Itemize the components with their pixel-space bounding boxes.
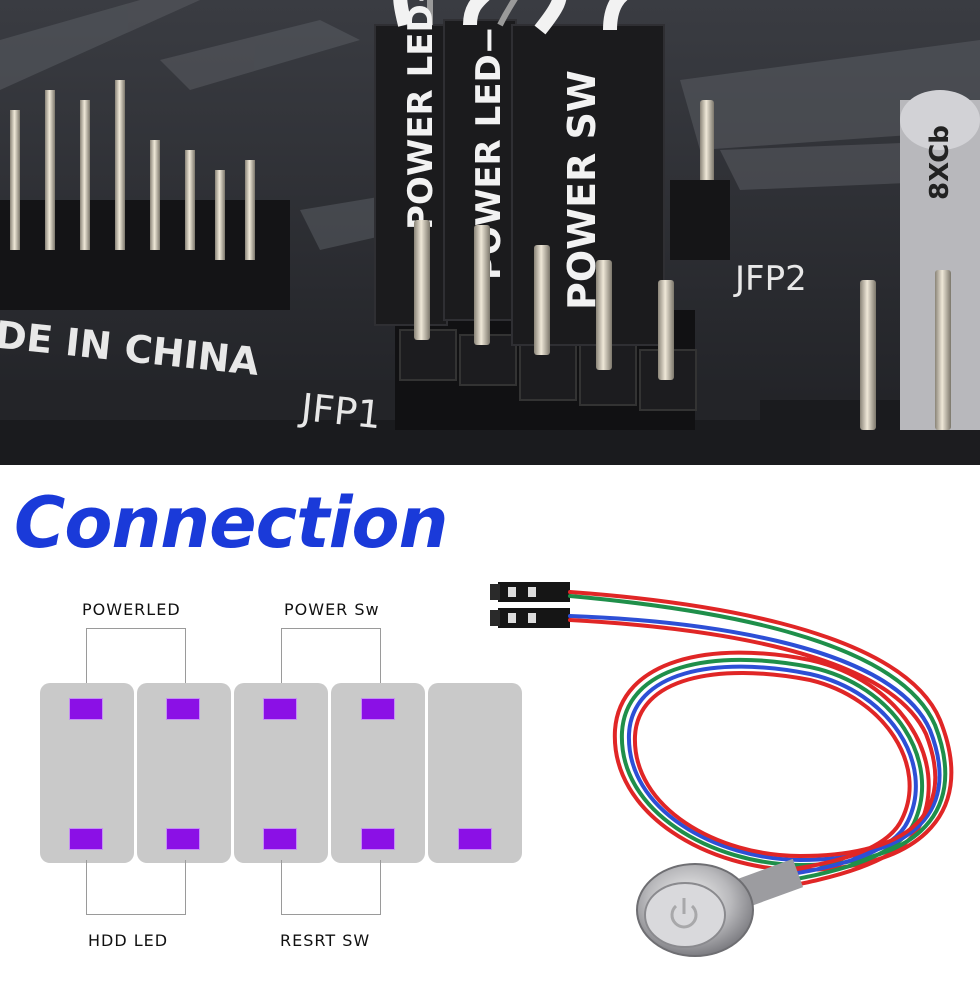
left-pin-header xyxy=(0,80,290,310)
wire-bundle xyxy=(568,590,954,890)
motherboard-photo: DE IN CHINA JFP1 JFP2 xyxy=(0,0,980,465)
connection-heading: Connection xyxy=(14,482,448,564)
board-jfp2: JFP2 xyxy=(733,259,807,299)
pin-pad xyxy=(166,698,200,720)
pin-pad xyxy=(69,698,103,720)
label-reset-sw: RESRT SW xyxy=(280,931,371,950)
board-jfp1: JFP1 xyxy=(297,385,383,437)
pin-pad xyxy=(166,828,200,850)
label-powerled: POWERLED xyxy=(82,600,181,619)
power-symbol-icon xyxy=(670,898,698,929)
pin-pad xyxy=(263,828,297,850)
pin-pad xyxy=(361,828,395,850)
bracket-powerled xyxy=(86,628,186,686)
bracket-reset-sw xyxy=(281,860,381,915)
pin-pad xyxy=(263,698,297,720)
bracket-hdd-led xyxy=(86,860,186,915)
label-hdd-led: HDD LED xyxy=(88,931,169,950)
pin-pad xyxy=(69,828,103,850)
connector-label-power-led-plus: POWER LED+ xyxy=(401,0,441,230)
label-power-sw: POWER Sw xyxy=(284,600,380,619)
pin-pad xyxy=(361,698,395,720)
switch-cable-illustration xyxy=(480,570,980,980)
pin-pad xyxy=(458,828,492,850)
bracket-power-sw xyxy=(281,628,381,686)
dupont-connectors xyxy=(490,582,570,628)
capacitor-marking: 8XCb xyxy=(925,125,955,200)
push-button-switch xyxy=(636,858,804,957)
